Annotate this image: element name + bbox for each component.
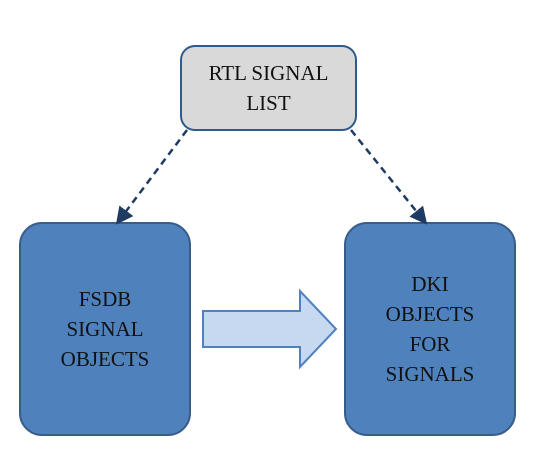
- fsdb-label-line-3: OBJECTS: [60, 347, 150, 371]
- fsdb-signal-objects-label: FSDB SIGNAL OBJECTS: [20, 223, 190, 435]
- rtl-label-line-2: LIST: [246, 91, 291, 115]
- dashed-arrow-rtl-to-fsdb: [115, 129, 188, 225]
- dki-label-line-2: OBJECTS: [385, 302, 475, 326]
- dki-objects-box: [344, 222, 516, 436]
- fsdb-label-line-1: FSDB: [78, 287, 132, 311]
- dki-label-line-1: DKI: [411, 272, 449, 296]
- dki-label-line-4: SIGNALS: [385, 362, 475, 386]
- rtl-label-line-1: RTL SIGNAL: [208, 61, 329, 85]
- dashed-arrow-rtl-to-dki: [350, 129, 428, 225]
- block-arrow-fsdb-to-dki: [202, 288, 338, 370]
- dki-objects-label: DKI OBJECTS FOR SIGNALS: [345, 223, 515, 435]
- rtl-signal-list-label: RTL SIGNAL LIST: [181, 46, 356, 130]
- fsdb-label-line-2: SIGNAL: [66, 317, 144, 341]
- dki-label-line-3: FOR: [409, 332, 451, 356]
- fsdb-signal-objects-box: [19, 222, 191, 436]
- rtl-signal-list-box: [180, 45, 357, 131]
